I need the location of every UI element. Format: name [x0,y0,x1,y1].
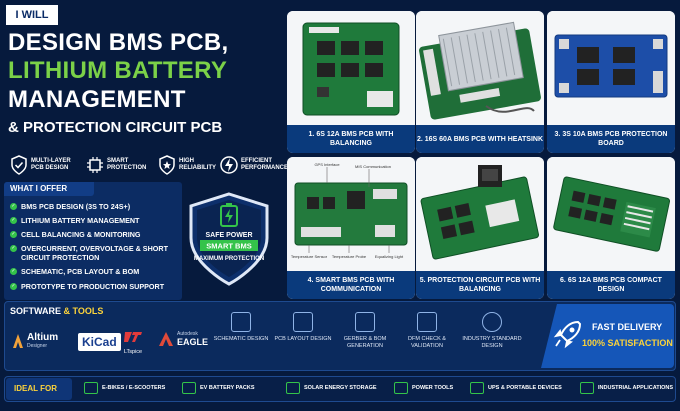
product-card-3[interactable]: 3. 3S 10A BMS PCB PROTECTION BOARD [547,11,675,153]
pcb-image: GPS Interface MIS Communication Temperat… [287,157,415,271]
altium-logo: Altium Designer [12,333,58,349]
autodesk-icon [159,332,173,346]
eagle-logo: Autodesk EAGLE [158,331,208,347]
tool-schematic: SCHEMATIC DESIGN [212,312,270,343]
product-card-4[interactable]: GPS Interface MIS Communication Temperat… [287,157,415,299]
card-caption: 4. SMART BMS PCB WITH COMMUNICATION [287,271,415,299]
ups-icon [470,382,484,394]
app-ev-packs: EV BATTERY PACKS [182,382,255,394]
tool-pcb-layout: PCB LAYOUT DESIGN [274,312,332,343]
feature-smart-protection: SMART PROTECTION [86,152,148,178]
app-ups: UPS & PORTABLE DEVICES [470,382,562,394]
title-line-1: DESIGN BMS PCB, [8,29,229,56]
product-card-2[interactable]: 2. 16S 60A BMS PCB WITH HEATSINK [416,11,544,153]
gerber-icon [355,312,375,332]
app-power-tools: POWER TOOLS [394,382,453,394]
factory-icon [580,382,594,394]
rocket-icon [553,320,582,349]
pcb-image [547,11,675,125]
pcb-image [547,157,675,271]
altium-icon [13,334,23,348]
label-equalizing: Equalizing Light [375,254,404,259]
product-card-6[interactable]: 6. 6S 12A BMS PCB COMPACT DESIGN [547,157,675,299]
offer-item: ✓PROTOTYPE TO PRODUCTION SUPPORT [10,282,165,291]
kicad-logo: KiCad [78,333,121,351]
ltspice-logo: LTspice [123,330,143,355]
app-ebikes: E-BIKES / E-SCOOTERS [84,382,165,394]
offer-item: ✓OVERCURRENT, OVERVOLTAGE & SHORT CIRCUI… [10,244,168,262]
label-temp-sensor: Temperature Sensor [291,254,328,259]
ltspice-icon [124,332,142,342]
drill-icon [394,382,408,394]
offer-panel [4,182,182,300]
app-industrial: INDUSTRIAL APPLICATIONS [580,382,673,394]
card-caption: 1. 6S 12A BMS PCB WITH BALANCING [287,125,415,153]
battery-pack-icon [182,382,196,394]
card-caption: 3. 3S 10A BMS PCB PROTECTION BOARD [547,125,675,153]
offer-item: ✓CELL BALANCING & MONITORING [10,230,141,239]
offer-item: ✓BMS PCB DESIGN (3S TO 24S+) [10,202,131,211]
safe-power-badge: SAFE POWER SMART BMS MAXIMUM PROTECTION [189,192,269,286]
offer-title: WHAT I OFFER [4,182,94,196]
product-card-5[interactable]: 5. PROTECTION CIRCUIT PCB WITH BALANCING [416,157,544,299]
feature-high-reliability: HIGH RELIABILITY [158,152,216,178]
ideal-for-bar [4,376,676,402]
app-solar: SOLAR ENERGY STORAGE [286,382,377,394]
schematic-icon [231,312,251,332]
ideal-for-title: IDEAL FOR [6,378,72,400]
label-gps: GPS Interface [314,162,340,167]
pcb-image [416,157,544,271]
solar-panel-icon [286,382,300,394]
i-will-tag: I WILL [6,5,58,25]
card-caption: 5. PROTECTION CIRCUIT PCB WITH BALANCING [416,271,544,299]
badge-line-2: SMART BMS [206,242,251,251]
feature-multilayer: MULTI-LAYER PCB DESIGN [10,152,78,178]
label-temp-probe: Temperature Probe [332,254,367,259]
bike-icon [84,382,98,394]
dfm-check-icon [417,312,437,332]
card-caption: 6. 6S 12A BMS PCB COMPACT DESIGN [547,271,675,299]
title-line-3: MANAGEMENT [8,86,186,113]
title-line-2: LITHIUM BATTERY [8,57,228,84]
title-line-4: & PROTECTION CIRCUIT PCB [8,119,223,136]
lightning-icon [220,156,238,174]
offer-item: ✓SCHEMATIC, PCB LAYOUT & BOM [10,267,140,276]
badge-line-1: SAFE POWER [205,232,252,239]
gear-icon [482,312,502,332]
badge-line-3: MAXIMUM PROTECTION [194,256,264,262]
feature-efficient-performance: EFFICIENT PERFORMANCE [220,152,288,178]
satisfaction-text: 100% SATISFACTION [582,338,673,348]
chip-icon [87,157,103,173]
offer-item: ✓LITHIUM BATTERY MANAGEMENT [10,216,140,225]
pcb-layout-icon [293,312,313,332]
tool-gerber: GERBER & BOM GENERATION [336,312,394,350]
tool-industry: INDUSTRY STANDARD DESIGN [460,312,524,350]
software-title: SOFTWARE & TOOLS [10,306,104,316]
fast-delivery-text: FAST DELIVERY [592,322,663,332]
tool-dfm: DFM CHECK & VALIDATION [398,312,456,350]
product-card-1[interactable]: 1. 6S 12A BMS PCB WITH BALANCING [287,11,415,153]
pcb-image [287,11,415,125]
shield-check-icon [11,155,27,175]
pcb-image [416,11,544,125]
card-caption: 2. 16S 60A BMS PCB WITH HEATSINK [416,125,544,153]
shield-star-icon [159,155,175,175]
label-mis: MIS Communication [355,164,391,169]
